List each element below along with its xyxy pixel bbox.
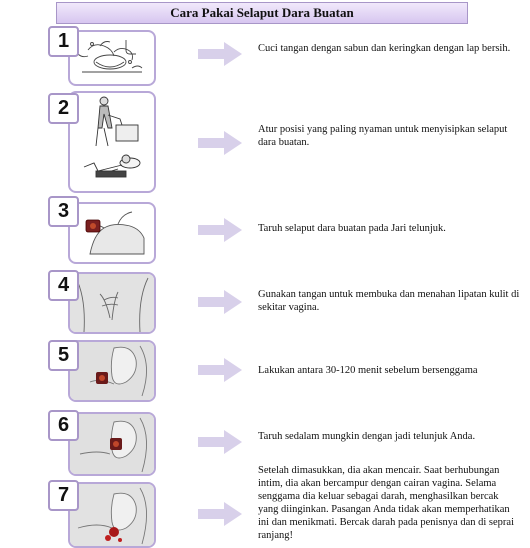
step-text: Gunakan tangan untuk membuka dan menahan… (258, 289, 520, 313)
arrow-right-icon (198, 502, 242, 526)
step-number: 3 (48, 196, 79, 227)
illustration-positions (68, 91, 156, 193)
arrow-right-icon (198, 358, 242, 382)
handwashing-image (77, 40, 143, 73)
arrow-right-icon (198, 430, 242, 454)
arrow-right-icon (198, 218, 242, 242)
result-image (70, 484, 154, 546)
illustration-cross-section (68, 340, 156, 402)
illustration-handwashing (68, 30, 156, 86)
positions-image (83, 96, 141, 178)
hand-open-image (70, 274, 154, 332)
step-text: Setelah dimasukkan, dia akan mencair. Sa… (258, 465, 514, 541)
step-number: 1 (48, 26, 79, 57)
step-text: Lakukan antara 30-120 menit sebelum bers… (258, 365, 478, 376)
arrow-right-icon (198, 131, 242, 155)
cross-section-image (70, 342, 154, 400)
step-text: Cuci tangan dengan sabun dan keringkan d… (258, 43, 511, 54)
illustration-insertion (68, 412, 156, 476)
step-number: 5 (48, 340, 79, 371)
step-text: Taruh selaput dara buatan pada Jari telu… (258, 223, 446, 234)
illustration-finger (68, 202, 156, 264)
insertion-image (70, 414, 154, 474)
step-number: 7 (48, 480, 79, 511)
page-title: Cara Pakai Selaput Dara Buatan (56, 2, 468, 24)
step-number: 6 (48, 410, 79, 441)
arrow-right-icon (198, 290, 242, 314)
finger-image (85, 211, 145, 255)
step-text: Taruh sedalam mungkin dengan jadi telunj… (258, 431, 476, 442)
illustration-hand-open (68, 272, 156, 334)
step-text: Atur posisi yang paling nyaman untuk men… (258, 124, 508, 148)
step-number: 4 (48, 270, 79, 301)
illustration-result (68, 482, 156, 548)
step-number: 2 (48, 93, 79, 124)
arrow-right-icon (198, 42, 242, 66)
